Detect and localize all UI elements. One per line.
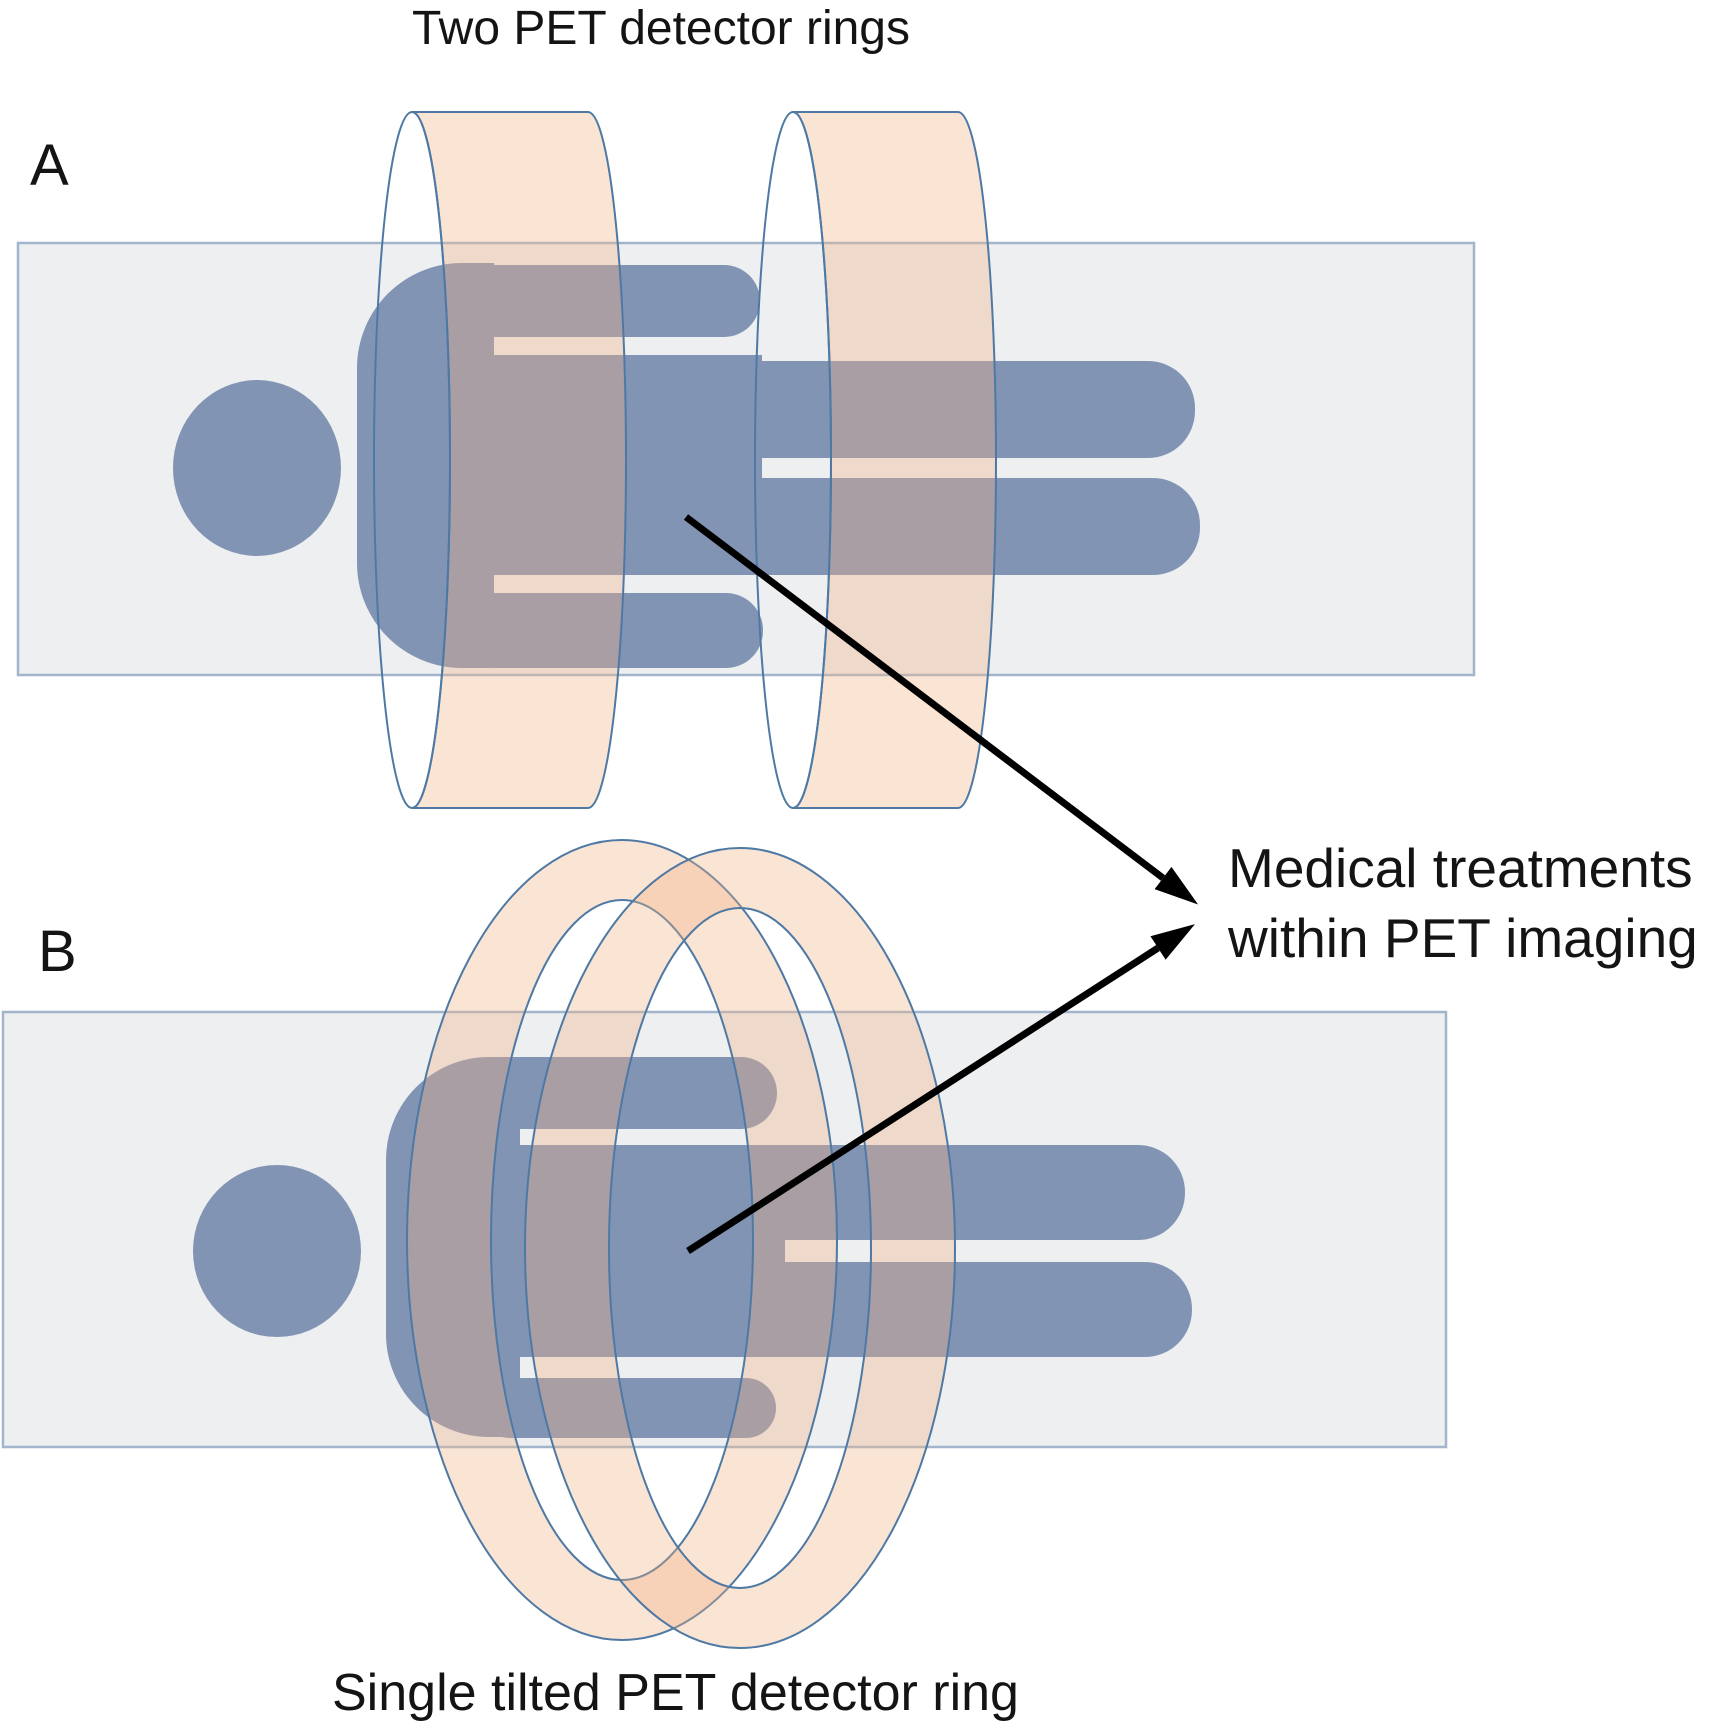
- patient-head-b: [193, 1165, 361, 1337]
- tilted-detector-ring: [405, 839, 957, 1649]
- arrow-panel-b-to-annotation: [686, 924, 1195, 1254]
- patient-leg-bottom-b: [720, 1262, 1192, 1357]
- annotation-medical-treatments: Medical treatments within PET imaging: [1228, 837, 1698, 969]
- patient-arm-bottom-b: [480, 1378, 776, 1438]
- patient-body-a: [173, 263, 1200, 668]
- patient-shoulders-a: [357, 263, 494, 668]
- panel-b-label: B: [38, 919, 77, 984]
- patient-leg-bottom-a: [700, 478, 1200, 575]
- panel-a-label: A: [30, 133, 69, 198]
- patient-arm-bottom-a: [460, 593, 763, 668]
- tilted-ring-back-rim: [405, 839, 839, 1641]
- arrow-panel-a-to-annotation: [683, 514, 1199, 905]
- detector-ring-a-left: [373, 111, 627, 809]
- patient-arm-top-a: [460, 265, 760, 337]
- detector-ring-a-left-rim: [373, 111, 451, 809]
- detector-ring-a-right-rim: [754, 111, 832, 809]
- figure-title: Two PET detector rings: [412, 2, 910, 55]
- figure-caption: Single tilted PET detector ring: [332, 1664, 1019, 1722]
- patient-head-a: [173, 380, 341, 556]
- patient-arm-top-b: [480, 1057, 777, 1129]
- panel-a: [16, 111, 1476, 809]
- patient-leg-top-a: [700, 361, 1195, 458]
- tilted-ring-front-rim: [523, 847, 957, 1649]
